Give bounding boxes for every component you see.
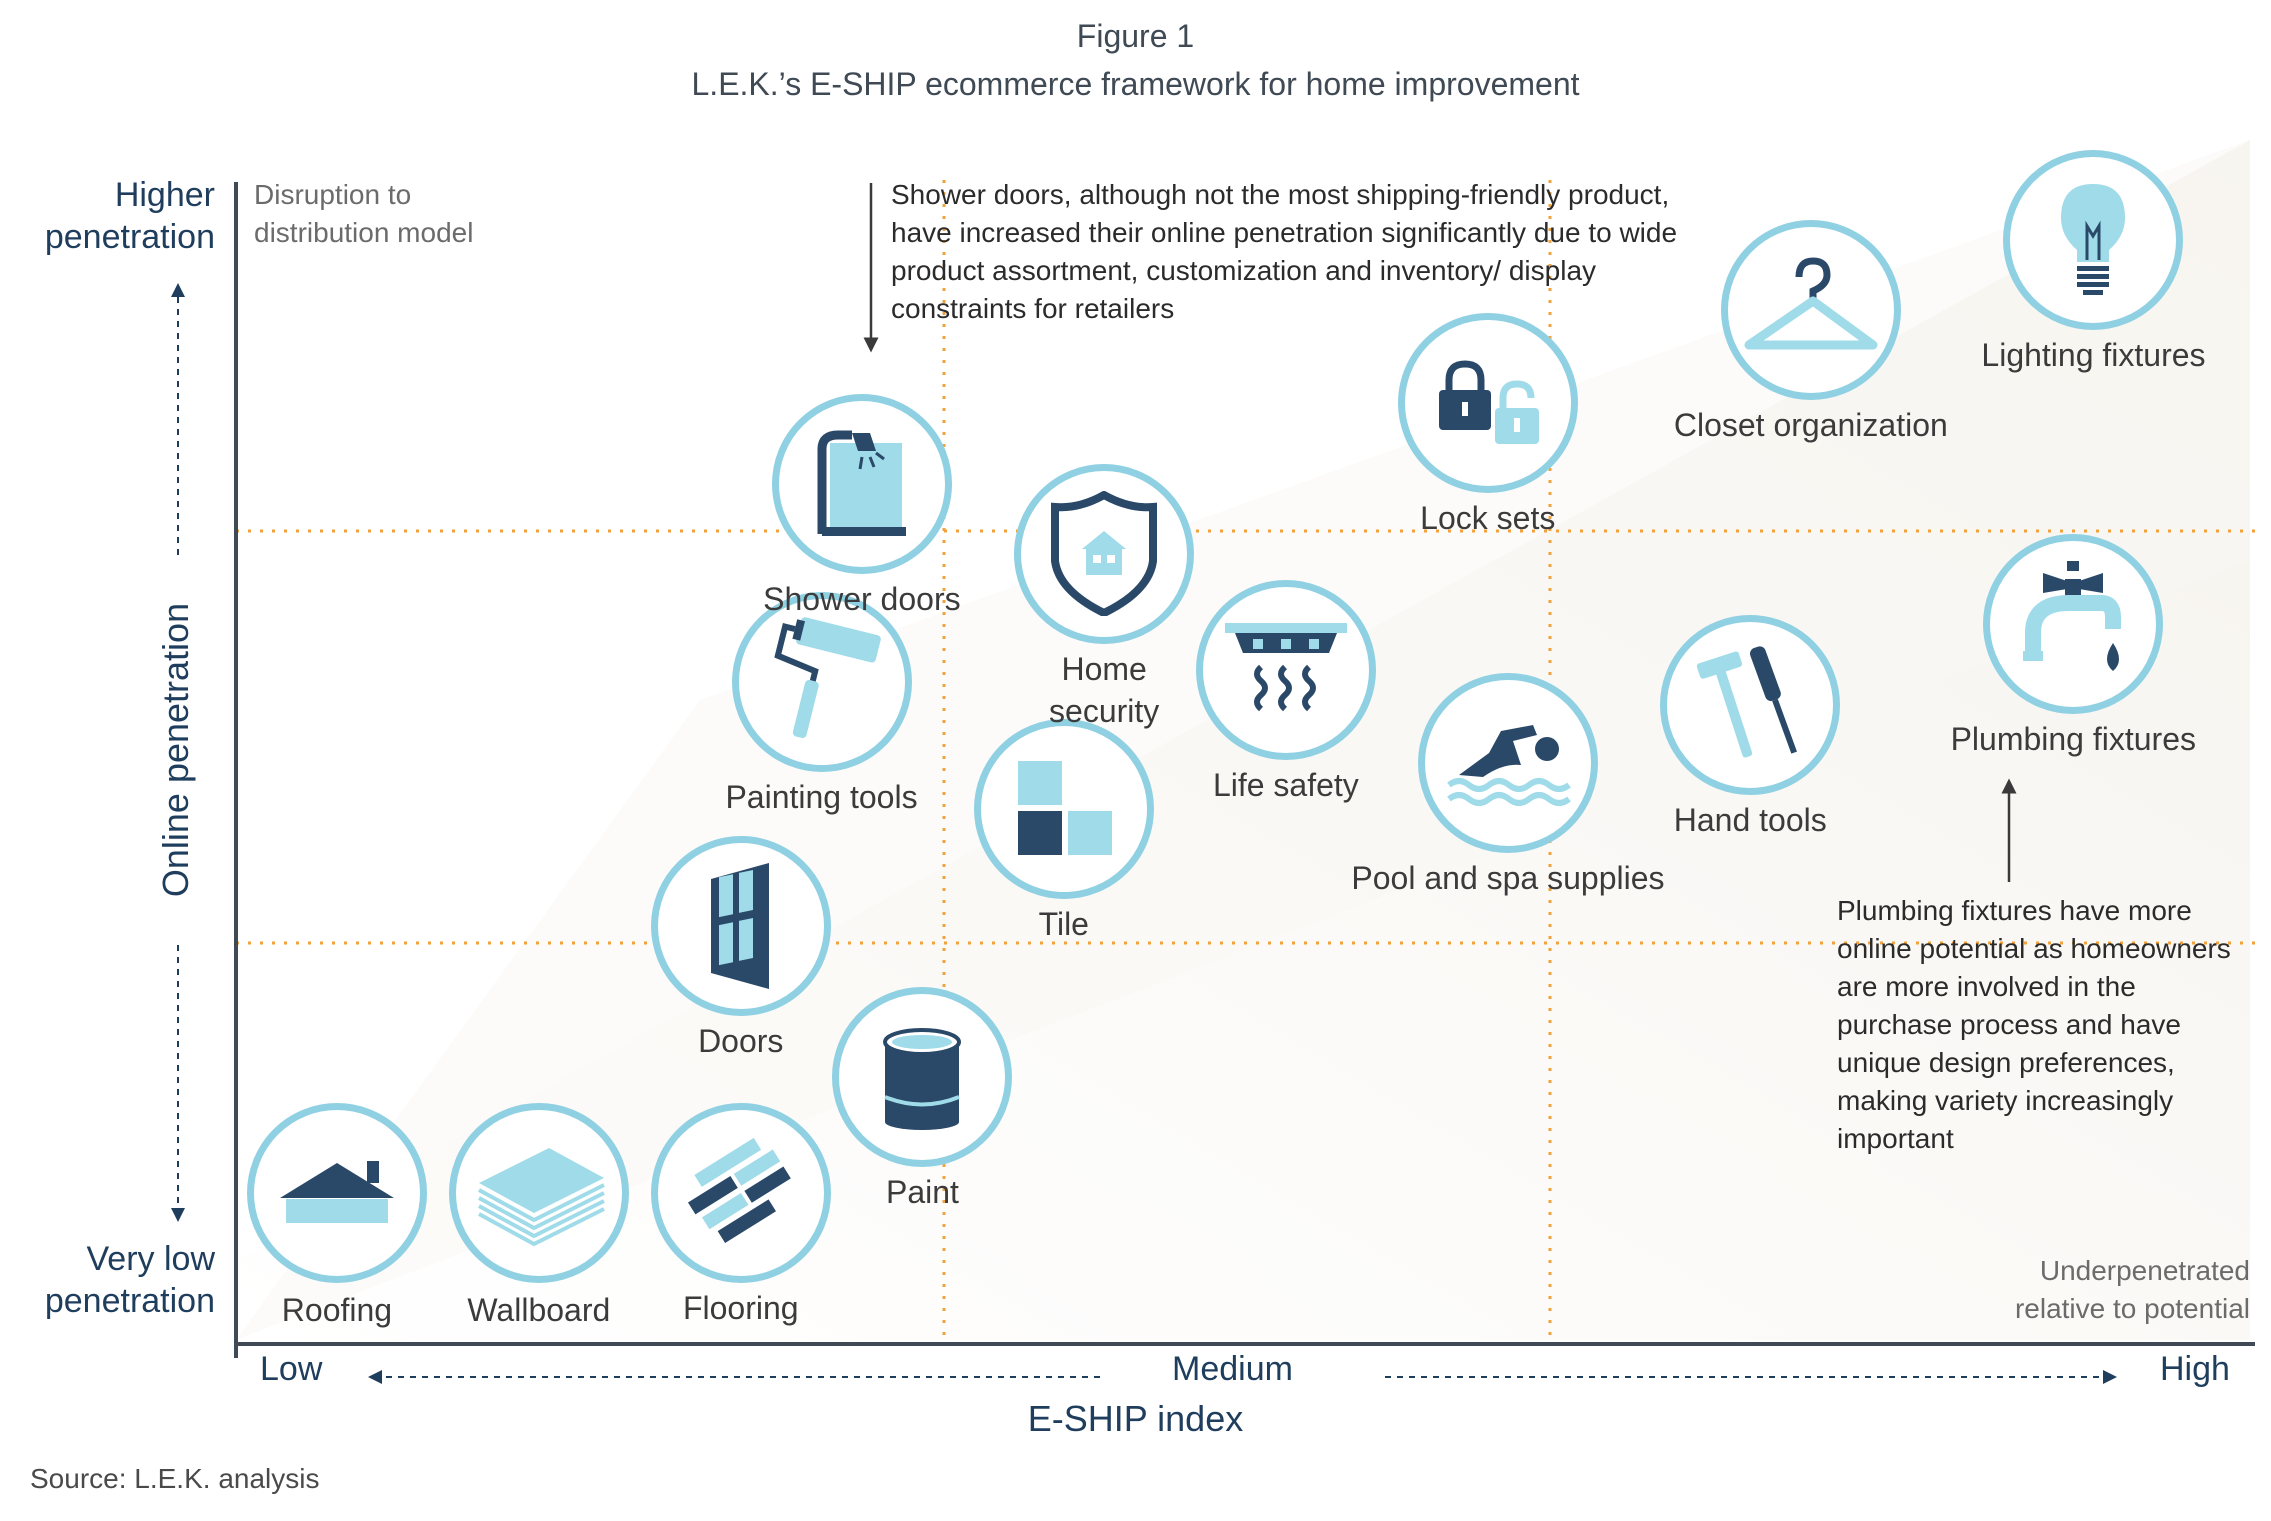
roofing-circle (246, 1102, 427, 1283)
wallboard-stack-icon (477, 1147, 605, 1247)
paint-circle (832, 986, 1013, 1167)
plumbing-callout-text: Plumbing fixtures have more online poten… (1837, 895, 2231, 1154)
paint-can-icon (883, 1027, 962, 1130)
home-security-circle (1014, 463, 1195, 644)
y-axis-title: Online penetration (155, 602, 196, 898)
tile-squares-icon (1017, 761, 1112, 856)
life-safety-label: Life safety (1212, 767, 1359, 804)
lock-sets-circle (1397, 312, 1578, 493)
closet-organization-label: Closet organization (1673, 406, 1948, 443)
house-roof-icon (279, 1160, 394, 1223)
painting-tools-circle (731, 591, 912, 772)
y-top-label: Higher penetration (44, 176, 215, 256)
smoke-detector-icon (1224, 623, 1347, 712)
lightbulb-icon (2061, 184, 2126, 296)
pool-and-spa-label: Pool and spa supplies (1351, 860, 1665, 896)
corner-label-disruption: Disruption to distribution model (254, 179, 474, 248)
paint-roller-icon (773, 616, 881, 738)
doors-circle (650, 835, 831, 1016)
source-note: Source: L.E.K. analysis (30, 1463, 320, 1494)
wallboard-circle (448, 1102, 629, 1283)
security-shield-icon (1051, 491, 1158, 617)
tile-circle (973, 719, 1154, 900)
x-tick-medium: Medium (1172, 1350, 1293, 1388)
corner-label-underpenetrated: Underpenetrated relative to potential (2014, 1255, 2250, 1324)
y-bottom-label: Very low penetration (44, 1240, 215, 1320)
plumbing-fixtures-label: Plumbing fixtures (1950, 720, 2196, 757)
shower-doors-circle (771, 394, 952, 575)
shower-icon (817, 430, 906, 537)
roofing-label: Roofing (281, 1291, 393, 1328)
hammer-screwdriver-icon (1697, 646, 1798, 758)
pool-and-spa-circle (1417, 673, 1598, 853)
lighting-fixtures-circle (2003, 150, 2184, 331)
faucet-icon (2023, 560, 2122, 671)
flooring-label: Flooring (682, 1289, 799, 1326)
tile-label: Tile (1038, 906, 1089, 943)
lock-sets-label: Lock sets (1420, 499, 1556, 536)
hand-tools-circle (1660, 614, 1841, 795)
figure-number: Figure 1 (1076, 18, 1195, 54)
x-tick-low: Low (260, 1350, 323, 1388)
x-axis-title: E-SHIP index (1027, 1398, 1244, 1439)
door-icon (710, 862, 769, 989)
life-safety-circle (1195, 580, 1376, 761)
padlock-icon (1438, 360, 1539, 444)
flooring-planks-icon (687, 1137, 791, 1243)
plumbing-fixtures-circle (1983, 533, 2164, 714)
chart-title: L.E.K.’s E-SHIP ecommerce framework for … (691, 66, 1580, 102)
paint-label: Paint (885, 1173, 959, 1210)
shower-callout-text: Shower doors, although not the most ship… (891, 179, 1678, 324)
flooring-circle (650, 1102, 831, 1283)
hand-tools-label: Hand tools (1673, 801, 1827, 838)
x-tick-high: High (2160, 1350, 2230, 1388)
hanger-icon (1744, 257, 1878, 350)
painting-tools-label: Painting tools (725, 778, 918, 815)
home-security-label: Home security (1049, 650, 1160, 729)
doors-label: Doors (698, 1022, 784, 1059)
lighting-fixtures-label: Lighting fixtures (1981, 337, 2206, 374)
closet-organization-circle (1720, 219, 1901, 400)
shower-doors-label: Shower doors (763, 581, 961, 618)
swimmer-icon (1447, 725, 1571, 806)
wallboard-label: Wallboard (467, 1291, 611, 1328)
